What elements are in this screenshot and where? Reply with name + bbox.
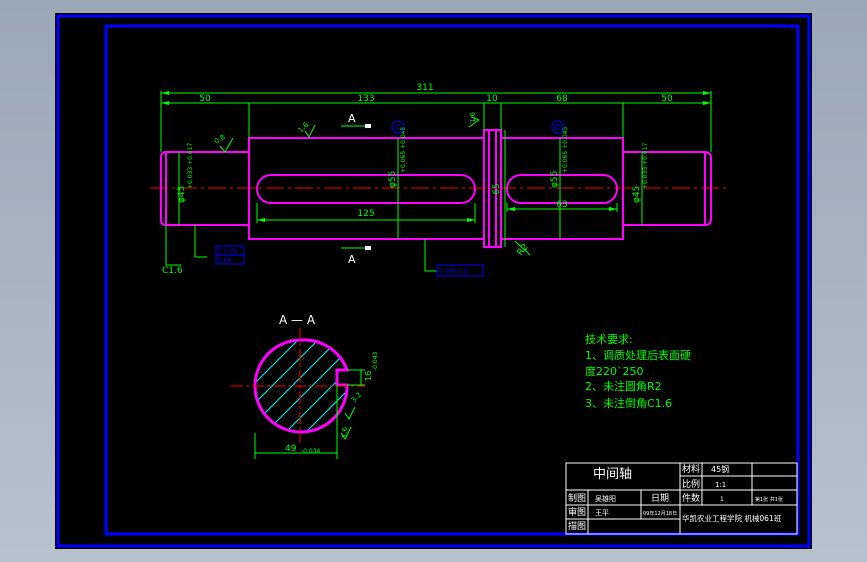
requirement-3: 3、未注倒角C1.6 xyxy=(585,396,672,410)
outer-frame xyxy=(56,14,811,548)
checked-by: 王平 xyxy=(595,509,609,517)
school-name: 华凯农业工程学院 机械061班 xyxy=(682,513,782,523)
dim-body-dia-2-tol: +0.065 +0.045 xyxy=(562,127,569,173)
section-depth: 49 xyxy=(285,444,297,454)
requirement-1-cont: 度220`250 xyxy=(585,364,644,378)
requirement-2: 2、未注圆角R2 xyxy=(585,379,662,393)
cad-drawing: 311 50 133 10 68 50 125 63 65 φ45 +0.033… xyxy=(56,14,811,548)
dim-seg5: 50 xyxy=(661,94,673,104)
dim-body-dia-2: φ55 xyxy=(550,171,560,188)
keyway-1 xyxy=(256,174,476,204)
dim-seg1: 50 xyxy=(199,94,211,104)
dim-left-dia-tol: +0.033 +0.017 xyxy=(187,143,194,189)
section-outline xyxy=(253,338,350,434)
roughness-2: 1.6 xyxy=(297,120,311,134)
dim-collar-dia: 65 xyxy=(492,183,502,194)
shaft-body-right xyxy=(500,137,624,240)
section-view: A — A xyxy=(231,313,379,459)
dimension-arrows xyxy=(161,91,711,222)
dimension-lines xyxy=(160,91,712,272)
datum-d: D xyxy=(555,123,561,132)
shaft-right-journal xyxy=(622,151,712,226)
section-title: A — A xyxy=(279,313,316,327)
tolerance-frame-2: 0.03 xyxy=(218,257,232,264)
inner-frame xyxy=(104,24,800,536)
dimension-texts: 311 50 133 10 68 50 125 63 65 φ45 +0.033… xyxy=(162,83,673,276)
material-label: 材料 xyxy=(682,463,700,475)
dim-seg2: 133 xyxy=(357,94,374,104)
section-marker-bottom: A xyxy=(348,253,356,266)
section-width-tol: -0.043 xyxy=(372,351,379,371)
count-label: 件数 xyxy=(682,492,700,504)
dim-body-dia-1: φ55 xyxy=(388,171,398,188)
dim-body-dia-1-tol: +0.065 +0.045 xyxy=(400,127,407,173)
section-width: 16 xyxy=(364,371,373,381)
section-roughness-1: 3.2 xyxy=(350,391,364,405)
dim-seg3: 10 xyxy=(486,94,498,104)
requirement-1: 1、调质处理后表面硬 xyxy=(585,348,691,362)
approved-label: 描图 xyxy=(568,520,586,532)
section-depth-tol: -0.034 xyxy=(301,448,321,455)
part-name: 中间轴 xyxy=(593,467,632,482)
shaft-main-view xyxy=(150,129,730,248)
title-block: 中间轴 材料 45钢 比例 1:1 件数 1 第1张 共1张 制图 吴雄阳 日期… xyxy=(565,462,798,535)
scale-label: 比例 xyxy=(682,478,700,490)
roughness-symbols xyxy=(219,116,481,153)
dim-key2-length: 63 xyxy=(556,200,567,210)
scale-value: 1:1 xyxy=(715,481,726,489)
tolerance-frame-1: C 0.03 xyxy=(218,248,238,255)
count-value: 1 xyxy=(720,496,724,503)
tolerance-frame-3: 0.008 C D xyxy=(439,268,469,275)
sheet-number: 第1张 共1张 xyxy=(755,496,783,503)
dim-right-dia: φ45 xyxy=(632,186,642,203)
material-value: 45钢 xyxy=(711,464,729,474)
technical-requirements: 技术要求: 1、调质处理后表面硬 度220`250 2、未注圆角R2 3、未注倒… xyxy=(585,333,691,410)
date-label: 日期 xyxy=(651,493,669,504)
dim-key1-length: 125 xyxy=(357,209,374,219)
drawing-date: 09年12月18日 xyxy=(643,510,677,517)
drawn-by: 吴雄阳 xyxy=(595,494,616,503)
requirements-title: 技术要求: xyxy=(585,333,633,346)
section-markers: A A xyxy=(348,112,356,266)
section-roughness-2: 1.6 xyxy=(341,426,349,438)
drawing-canvas[interactable]: 311 50 133 10 68 50 125 63 65 φ45 +0.033… xyxy=(55,13,812,549)
keyway-2 xyxy=(506,174,618,204)
dim-right-dia-tol: +0.033 +0.017 xyxy=(642,143,649,189)
drawn-label: 制图 xyxy=(568,492,586,504)
roughness-1: 0.8 xyxy=(213,133,227,145)
section-marker-top: A xyxy=(348,112,356,125)
tolerance-frames: C 0.03 0.03 0.008 C D xyxy=(215,245,484,277)
datum-markers: C D xyxy=(391,120,565,134)
checked-label: 审图 xyxy=(568,506,586,518)
roughness-3: 1.6 xyxy=(469,111,477,123)
dim-left-dia: φ45 xyxy=(177,186,187,203)
dim-overall: 311 xyxy=(416,83,433,93)
datum-c: C xyxy=(395,123,401,132)
section-arrows xyxy=(365,124,371,250)
dim-chamfer: C1.6 xyxy=(162,266,183,276)
dim-radius: R2 xyxy=(516,242,531,258)
dim-seg4: 68 xyxy=(556,94,568,104)
